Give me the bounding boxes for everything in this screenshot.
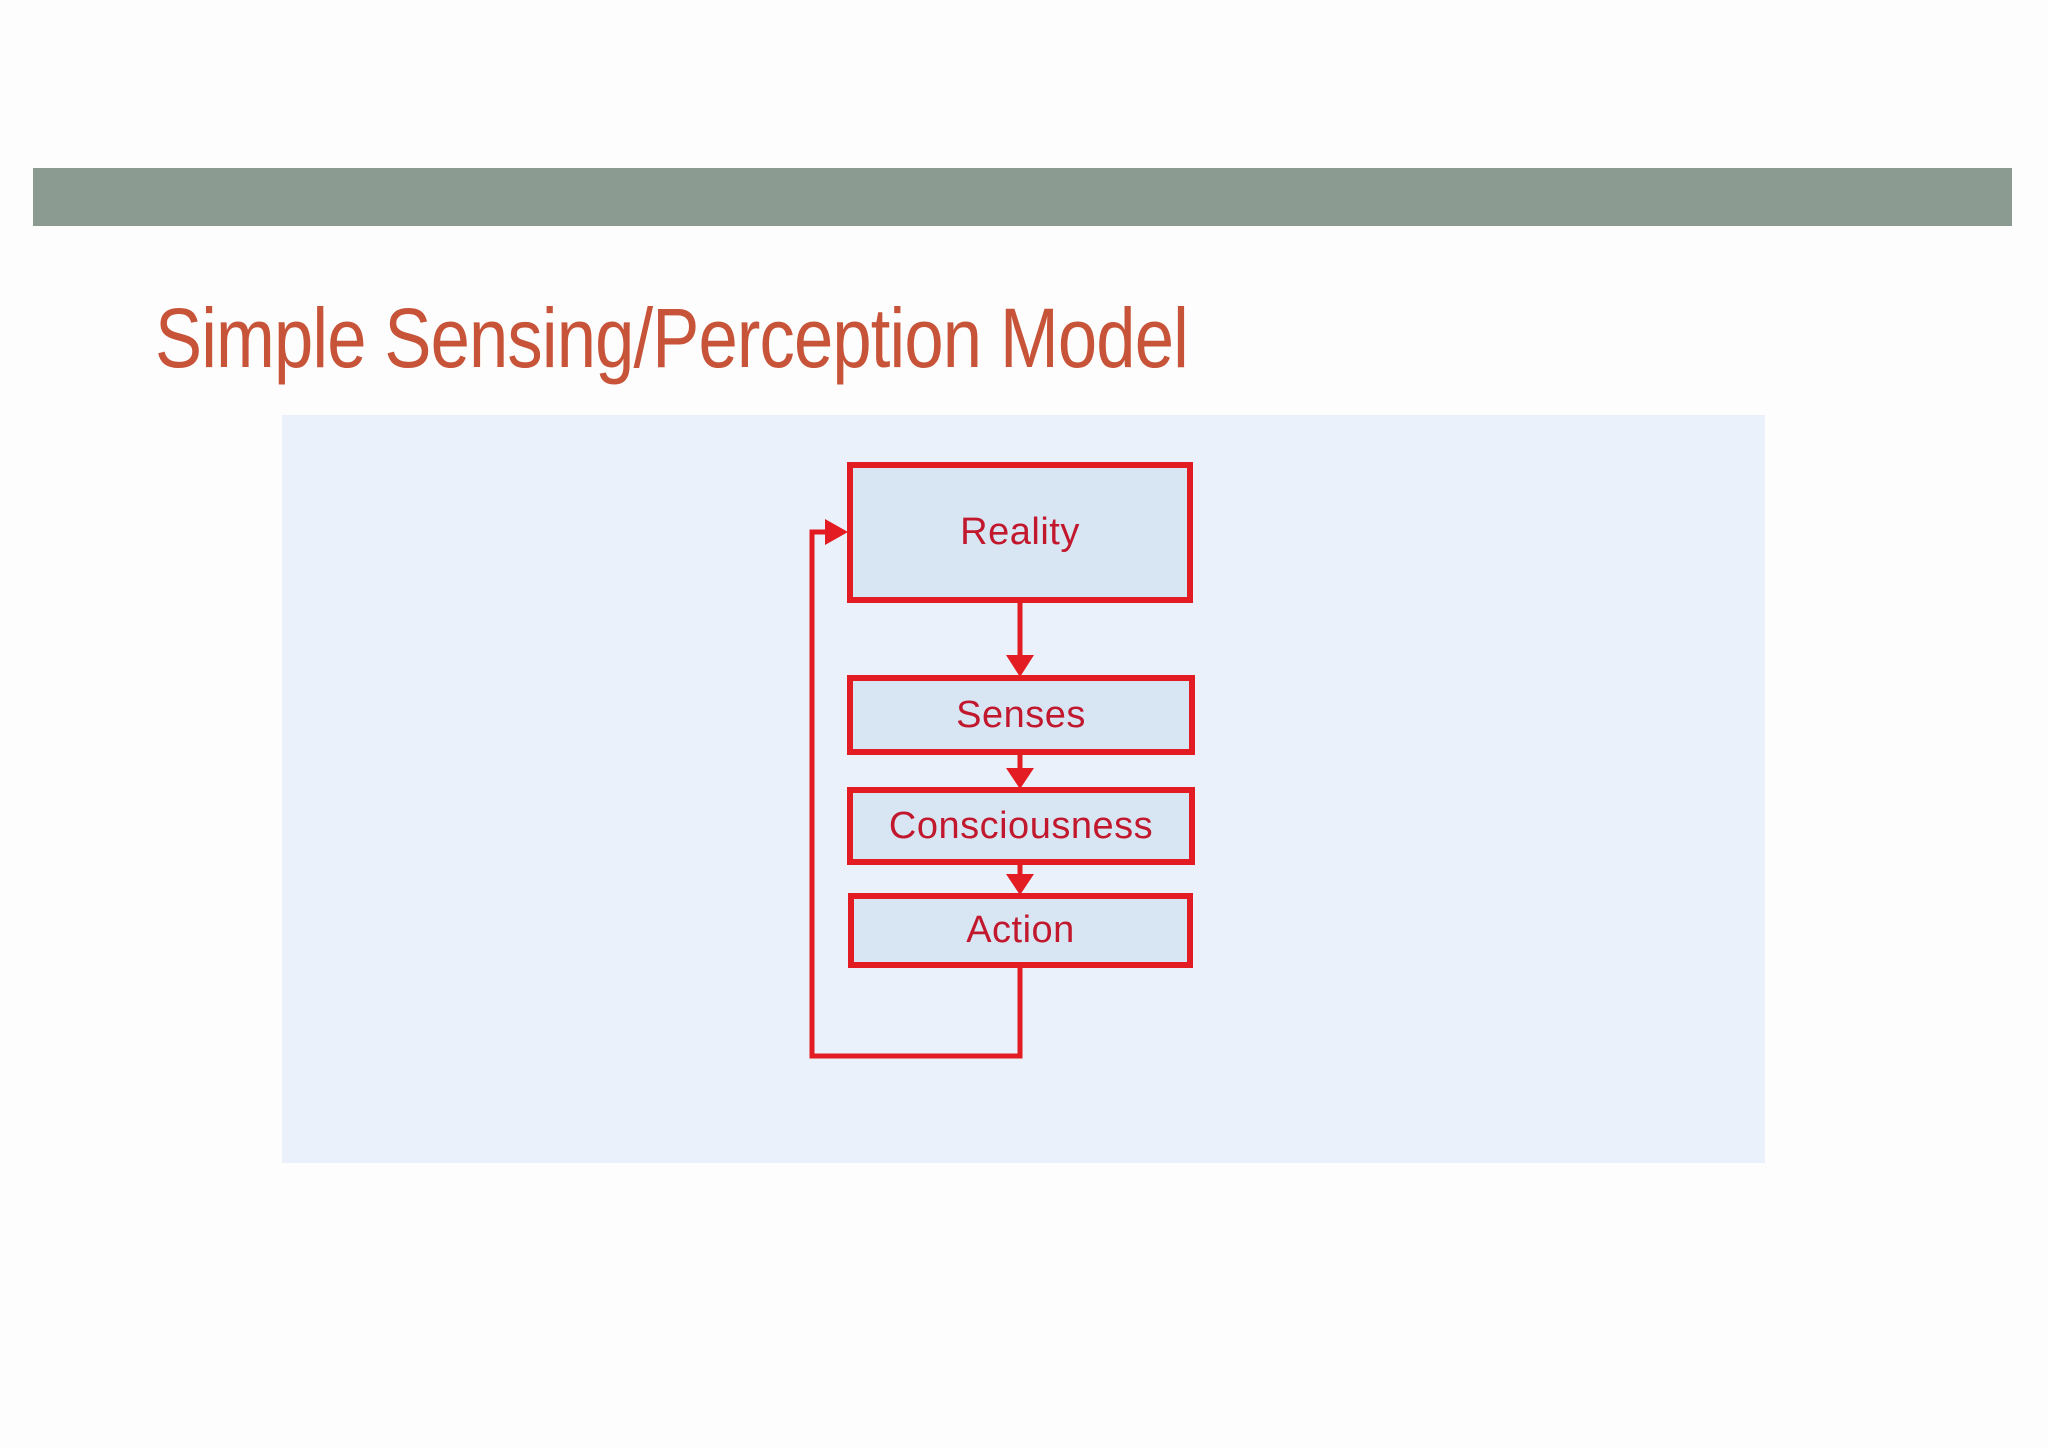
- arrow-reality-to-senses-head: [1006, 655, 1034, 677]
- node-label-consciousness: Consciousness: [888, 804, 1154, 847]
- node-label-action: Action: [966, 909, 1075, 951]
- slide-title: Simple Sensing/Perception Model: [155, 291, 1189, 385]
- arrow-senses-to-consciousness-head: [1006, 768, 1034, 789]
- node-label-reality: Reality: [960, 511, 1080, 553]
- feedback-loop-arrowhead: [825, 519, 848, 545]
- arrow-consciousness-to-action-head: [1006, 874, 1034, 895]
- flow-node-senses: Senses: [847, 675, 1195, 755]
- node-label-senses: Senses: [956, 693, 1086, 736]
- flow-diagram-panel: Reality Senses Consciousness Action: [282, 415, 1765, 1163]
- flow-node-reality: Reality: [847, 462, 1193, 603]
- flow-node-action: Action: [848, 893, 1193, 968]
- decorative-header-bar: [33, 168, 2012, 226]
- flow-node-consciousness: Consciousness: [847, 787, 1195, 865]
